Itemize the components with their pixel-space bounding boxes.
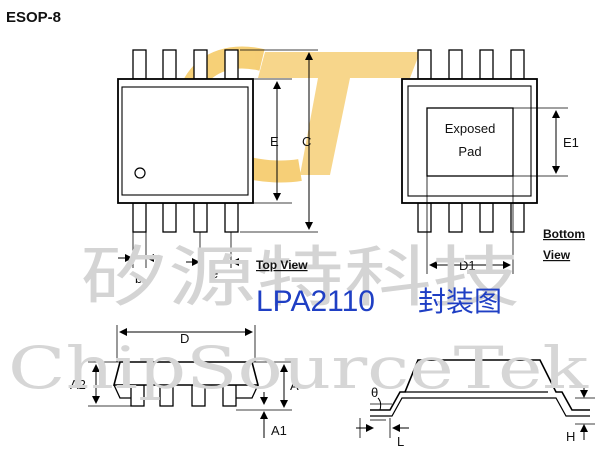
bottom-view-drawing: Exposed Pad — [401, 49, 538, 233]
dim-D: D — [116, 325, 256, 362]
dim-label-D: D — [180, 331, 189, 346]
dim-label-e: e — [211, 266, 218, 281]
top-view-label: Top View — [256, 258, 308, 272]
dim-D1: D1 — [426, 176, 514, 274]
dim-E: E — [253, 78, 292, 204]
dim-E1: E1 — [513, 107, 579, 177]
dim-A: A — [236, 361, 299, 411]
dim-label-A: A — [290, 378, 299, 393]
dim-C: C — [240, 49, 318, 233]
side-view-drawing — [112, 361, 260, 407]
caption-suffix: 封装图 — [418, 285, 502, 318]
lead-profile-drawing — [370, 359, 590, 417]
dim-e: e — [186, 232, 245, 281]
dim-A1: A1 — [260, 392, 287, 438]
bottom-view-label-line2: View — [543, 248, 571, 262]
dim-b: b — [118, 232, 162, 286]
package-name: ESOP-8 — [6, 9, 61, 26]
dim-label-theta: θ — [371, 385, 378, 400]
dim-label-H: H — [566, 429, 575, 444]
dim-label-A2: A2 — [70, 377, 86, 392]
exposed-pad-label-line1: Exposed — [445, 121, 496, 136]
dim-label-E1: E1 — [563, 135, 579, 150]
dim-theta: θ — [370, 385, 392, 411]
dim-label-D1: D1 — [459, 258, 476, 273]
exposed-pad-label-line2: Pad — [458, 144, 481, 159]
dim-label-L: L — [397, 434, 404, 449]
dim-label-b: b — [135, 271, 142, 286]
dim-L: L — [356, 418, 409, 449]
dim-label-A1: A1 — [271, 423, 287, 438]
bottom-view-label-line1: Bottom — [543, 227, 585, 241]
dim-label-C: C — [302, 134, 311, 149]
exposed-pad — [426, 107, 514, 177]
top-view-drawing — [117, 49, 254, 233]
dim-label-E: E — [270, 134, 279, 149]
caption-part: LPA2110 — [256, 285, 375, 318]
dim-A2: A2 — [70, 361, 131, 407]
watermark-chinese: 矽源特科技 — [80, 239, 520, 316]
dim-H: H — [566, 388, 595, 444]
watermark-english: ChipSourceTek — [8, 334, 589, 402]
